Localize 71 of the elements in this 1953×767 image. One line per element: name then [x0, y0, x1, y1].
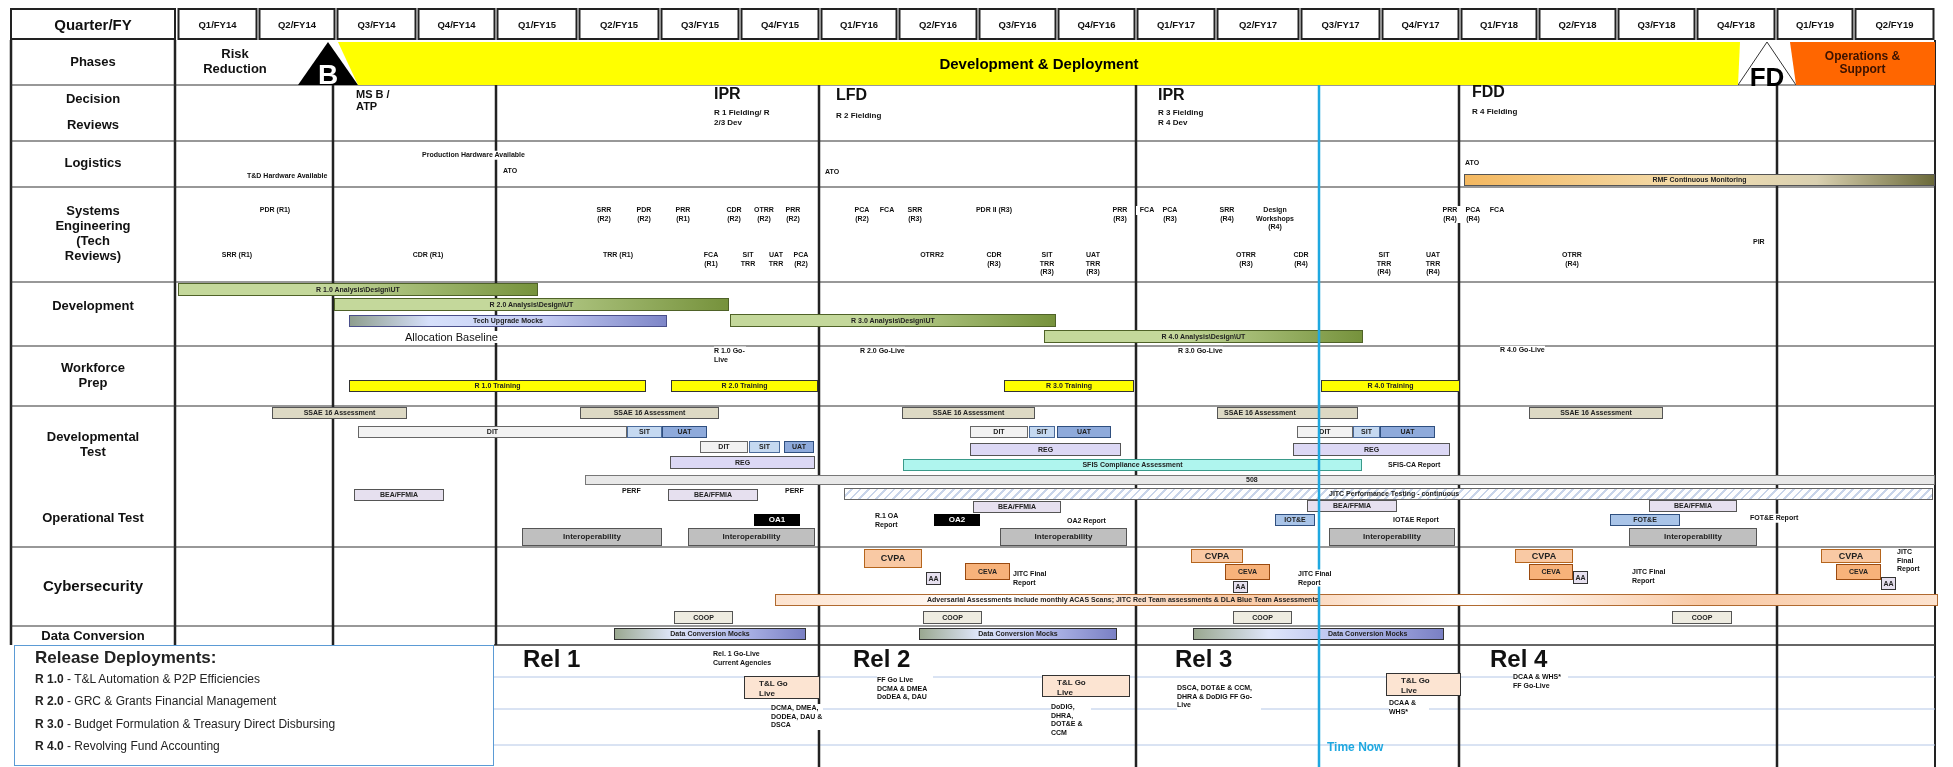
decision-label: IPR: [1158, 86, 1185, 104]
go-live-box: T&L Go Live: [1042, 675, 1130, 697]
task-bar: Interoperability: [1629, 528, 1757, 546]
legend-heading: Release Deployments:: [35, 648, 217, 669]
quarter-header: Q1/FY15: [518, 18, 556, 30]
decision-note: R 4 Fielding: [1472, 107, 1518, 117]
release-heading: Rel 1: [523, 645, 581, 673]
task-bar: Interoperability: [1329, 528, 1455, 546]
legend-panel: [14, 645, 494, 766]
row-header: Data Conversion: [41, 628, 145, 644]
decision-label: IPR: [714, 85, 741, 103]
quarter-header: Q3/FY14: [357, 18, 396, 30]
quarter-header: Q3/FY16: [998, 18, 1037, 30]
quarter-header: Q1/FY16: [840, 18, 878, 30]
task-bar: OA1: [754, 514, 800, 526]
decision-note: R 2 Fielding: [836, 111, 882, 121]
quarter-header: Q1/FY17: [1157, 18, 1195, 30]
milestone-label: Allocation Baseline: [405, 331, 498, 343]
quarter-header: Q3/FY17: [1321, 18, 1360, 30]
quarter-header: Q3/FY15: [681, 18, 719, 30]
phase-band: Development & Deployment: [338, 42, 1740, 85]
phase-band: Operations & Support: [1790, 42, 1935, 85]
row-header: Development: [52, 298, 134, 314]
task-bar: OA2: [934, 514, 980, 526]
row-header: Phases: [70, 54, 116, 70]
decision-label: FDD: [1472, 83, 1505, 101]
quarter-header: Q2/FY14: [278, 18, 316, 30]
task-bar: CVPA: [1191, 549, 1243, 563]
release-heading: Rel 4: [1490, 645, 1548, 673]
column-header: Quarter/FY: [54, 15, 132, 33]
release-heading: Rel 3: [1175, 645, 1233, 673]
quarter-header: Q3/FY18: [1637, 18, 1676, 30]
task-bar: Interoperability: [688, 528, 815, 546]
task-bar: Interoperability: [522, 528, 662, 546]
release-heading: Rel 2: [853, 645, 911, 673]
row-header: Cybersecurity: [42, 576, 144, 594]
row-header: Logistics: [64, 155, 122, 171]
quarter-header: Q1/FY14: [198, 18, 237, 30]
time-now-label: Time Now: [1327, 740, 1384, 754]
go-live-box: T&L Go Live: [744, 676, 820, 699]
decision-label: LFD: [836, 86, 868, 104]
quarter-header: Q4/FY17: [1401, 18, 1440, 30]
task-bar: CVPA: [1515, 549, 1573, 563]
quarter-header: Q2/FY15: [600, 18, 638, 30]
task-bar: Interoperability: [1000, 528, 1127, 546]
quarter-header: Q1/FY19: [1796, 18, 1834, 30]
legend-entry: R 3.0 - Budget Formulation & Treasury Direct Disbursing: [35, 716, 336, 731]
row-header: Systems Engineering (Tech Reviews): [54, 204, 132, 264]
row-header: Operational Test: [42, 510, 144, 526]
quarter-header: Q2/FY18: [1558, 18, 1597, 30]
task-bar: CVPA: [1821, 549, 1881, 563]
legend-entry: R 2.0 - GRC & Grants Financial Management: [35, 694, 277, 709]
task-bar: CVPA: [864, 549, 922, 568]
quarter-header: Q2/FY16: [919, 18, 957, 30]
phase-label: Risk Reduction: [202, 47, 268, 77]
quarter-header: Q2/FY17: [1239, 18, 1277, 30]
decision-note: R 3 Fielding R 4 Dev: [1158, 108, 1205, 128]
legend-entry: R 1.0 - T&L Automation & P2P Efficiencies: [35, 671, 261, 686]
row-header: Developmental Test: [45, 430, 141, 460]
row-header: Decision Reviews: [64, 90, 122, 134]
quarter-header: Q1/FY18: [1480, 18, 1518, 30]
quarter-header: Q4/FY14: [437, 18, 476, 30]
quarter-header: Q4/FY15: [761, 18, 799, 30]
legend-entry: R 4.0 - Revolving Fund Accounting: [35, 739, 220, 754]
go-live-box: T&L Go Live: [1386, 673, 1461, 696]
quarter-header: Q4/FY18: [1717, 18, 1755, 30]
quarter-header: Q2/FY19: [1875, 18, 1914, 30]
decision-label: MS B / ATP: [356, 87, 391, 113]
row-header: Workforce Prep: [59, 361, 127, 391]
quarter-header: Q4/FY16: [1077, 18, 1116, 30]
decision-note: R 1 Fielding/ R 2/3 Dev: [714, 108, 770, 128]
